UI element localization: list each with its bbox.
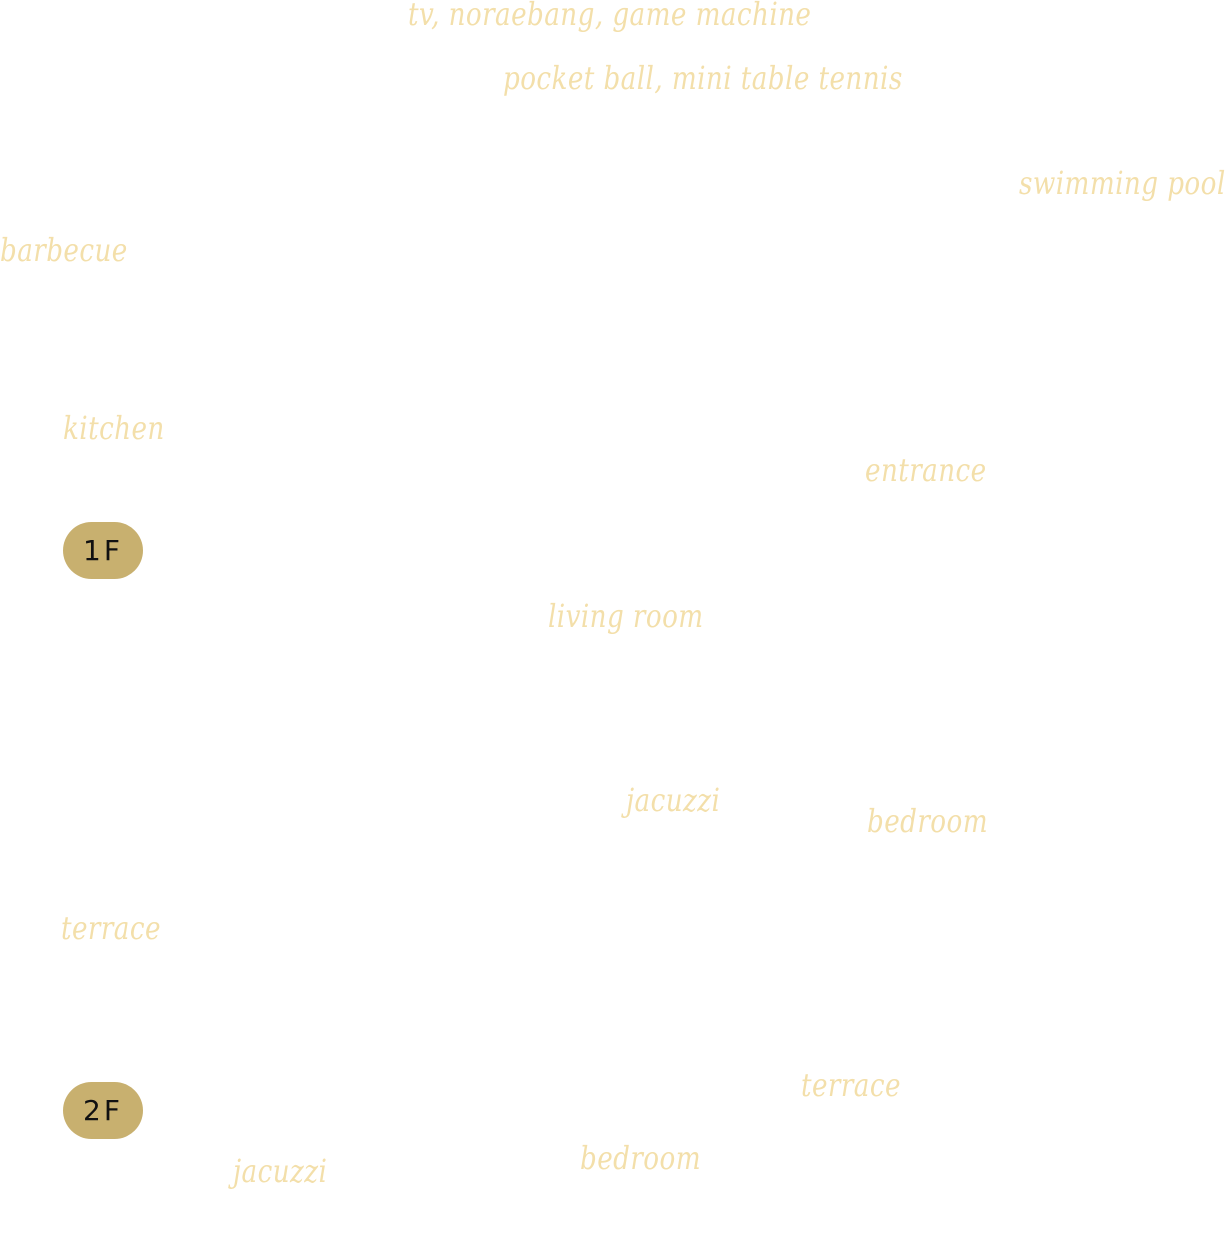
label-living-room: living room	[548, 597, 704, 635]
floor-badge-1f: 1F	[63, 522, 143, 579]
label-pocket-ball-mini-table-tennis: pocket ball, mini table tennis	[503, 59, 903, 97]
label-jacuzzi-1f: jacuzzi	[626, 781, 721, 819]
label-entrance: entrance	[865, 451, 987, 489]
label-kitchen: kitchen	[63, 409, 165, 447]
label-barbecue: barbecue	[0, 231, 128, 269]
label-terrace-2f: terrace	[801, 1066, 901, 1104]
label-bedroom-1f: bedroom	[867, 802, 989, 840]
label-jacuzzi-2f: jacuzzi	[233, 1152, 328, 1190]
label-swimming-pool: swimming pool	[1019, 164, 1226, 202]
label-bedroom-2f: bedroom	[580, 1139, 702, 1177]
floor-badge-2f: 2F	[63, 1082, 143, 1139]
label-terrace-1f: terrace	[61, 909, 161, 947]
label-tv-noraebang-game-machine: tv, noraebang, game machine	[408, 0, 812, 33]
